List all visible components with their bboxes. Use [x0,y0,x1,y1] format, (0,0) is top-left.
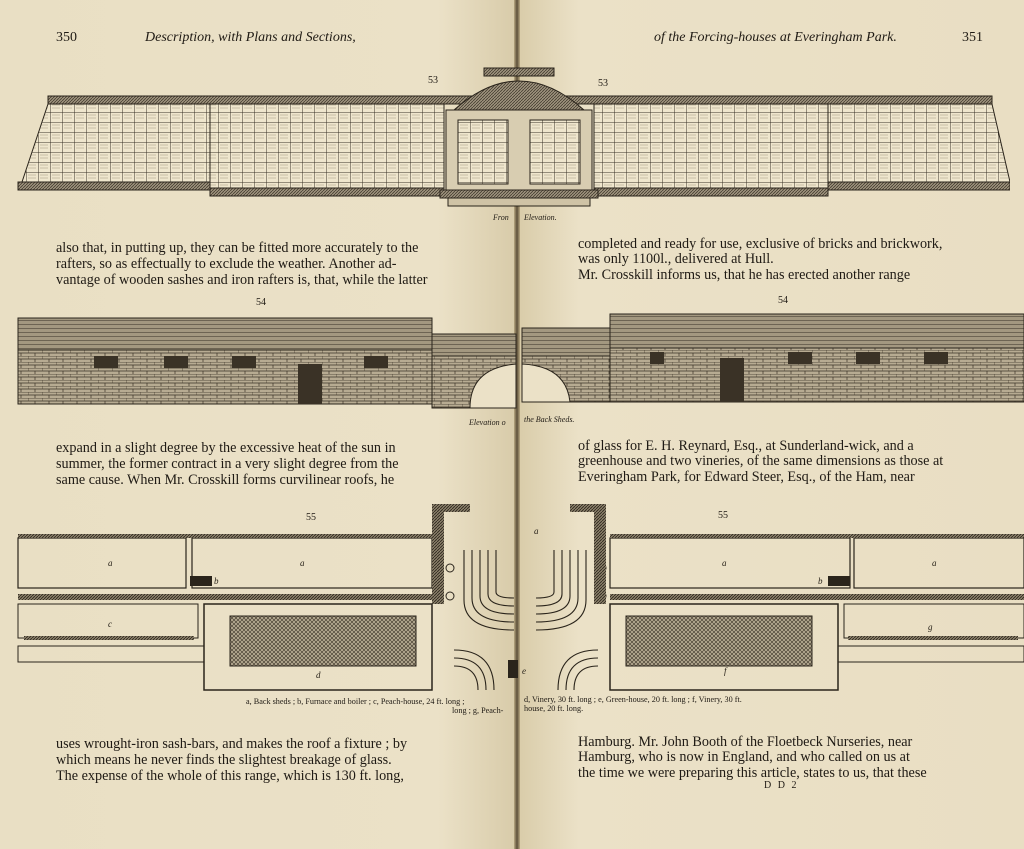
fig54-number-left: 54 [256,297,266,308]
left-para1-line2: rafters, so as effectually to exclude th… [56,256,397,272]
right-para3-line2: Hamburg, who is now in England, and who … [578,749,910,765]
signature-mark: D D 2 [764,780,799,791]
left-para1-line1: also that, in putting up, they can be fi… [56,240,419,256]
plan-label-a4: a [932,558,937,568]
fig53-number-right: 53 [598,78,608,89]
right-para2-line1: of glass for E. H. Reynard, Esq., at Sun… [578,438,914,454]
fig55-ground-plan: a a b c d a e a b a g f [17,504,1024,691]
fig55-legend-left-line1: a, Back sheds ; b, Furnace and boiler ; … [246,697,465,706]
right-page-number: 351 [962,30,983,45]
plan-label-c: c [108,619,112,629]
fig55-number-right: 55 [718,510,728,521]
right-para3-line3: the time we were preparing this article,… [578,765,927,781]
right-para2-line3: Everingham Park, for Edward Steer, Esq.,… [578,469,915,485]
fig55-number-left: 55 [306,512,316,523]
left-para3-line3: The expense of the whole of this range, … [56,768,404,784]
fig54-caption-left: Elevation o [469,418,506,427]
fig53-number-left: 53 [428,75,438,86]
plan-label-a1: a [108,558,113,568]
fig55-legend-left-line2: long ; g, Peach- [452,706,504,715]
left-para2-line3: same cause. When Mr. Crosskill forms cur… [56,472,395,488]
plan-label-d: d [316,670,321,680]
right-para1-line2: was only 1100l., delivered at Hull. [578,251,774,267]
left-page-number: 350 [56,30,77,45]
fig54-caption-right: the Back Sheds. [524,415,575,424]
plan-label-b1: b [214,576,219,586]
left-para3-line1: uses wrought-iron sash-bars, and makes t… [56,736,408,752]
fig54-number-right: 54 [778,295,788,306]
fig53-caption-right: Elevation. [524,213,557,222]
book-gutter [514,0,520,849]
plan-label-f: f [724,666,728,676]
fig53-caption-left: Fron [493,213,509,222]
plan-label-e: e [522,666,526,676]
plan-label-b2: b [818,576,823,586]
left-para2-line1: expand in a slight degree by the excessi… [56,440,396,456]
fig55-legend-right-line1: d, Vinery, 30 ft. long ; e, Green-house,… [524,695,742,704]
fig53-front-elevation [17,67,1010,207]
plan-label-a-center: a [534,526,539,536]
plan-label-a2: a [300,558,305,568]
left-para3-line2: which means he never finds the slightest… [56,752,392,768]
left-para2-line2: summer, the former contract in a very sl… [56,456,399,472]
right-para1-line1: completed and ready for use, exclusive o… [578,236,943,252]
fig55-legend-right-line2: house, 20 ft. long. [524,704,584,713]
right-running-head: of the Forcing-houses at Everingham Park… [654,30,897,45]
plan-label-g: g [928,622,933,632]
right-para3-line1: Hamburg. Mr. John Booth of the Floetbeck… [578,734,913,750]
left-running-head: Description, with Plans and Sections, [145,30,356,45]
right-para2-line2: greenhouse and two vineries, of the same… [578,453,944,469]
plan-label-a3: a [722,558,727,568]
fig54-back-sheds-elevation [17,313,1024,409]
left-para1-line3: vantage of wooden sashes and iron rafter… [56,272,428,288]
right-para1-line3: Mr. Crosskill informs us, that he has er… [578,267,911,283]
